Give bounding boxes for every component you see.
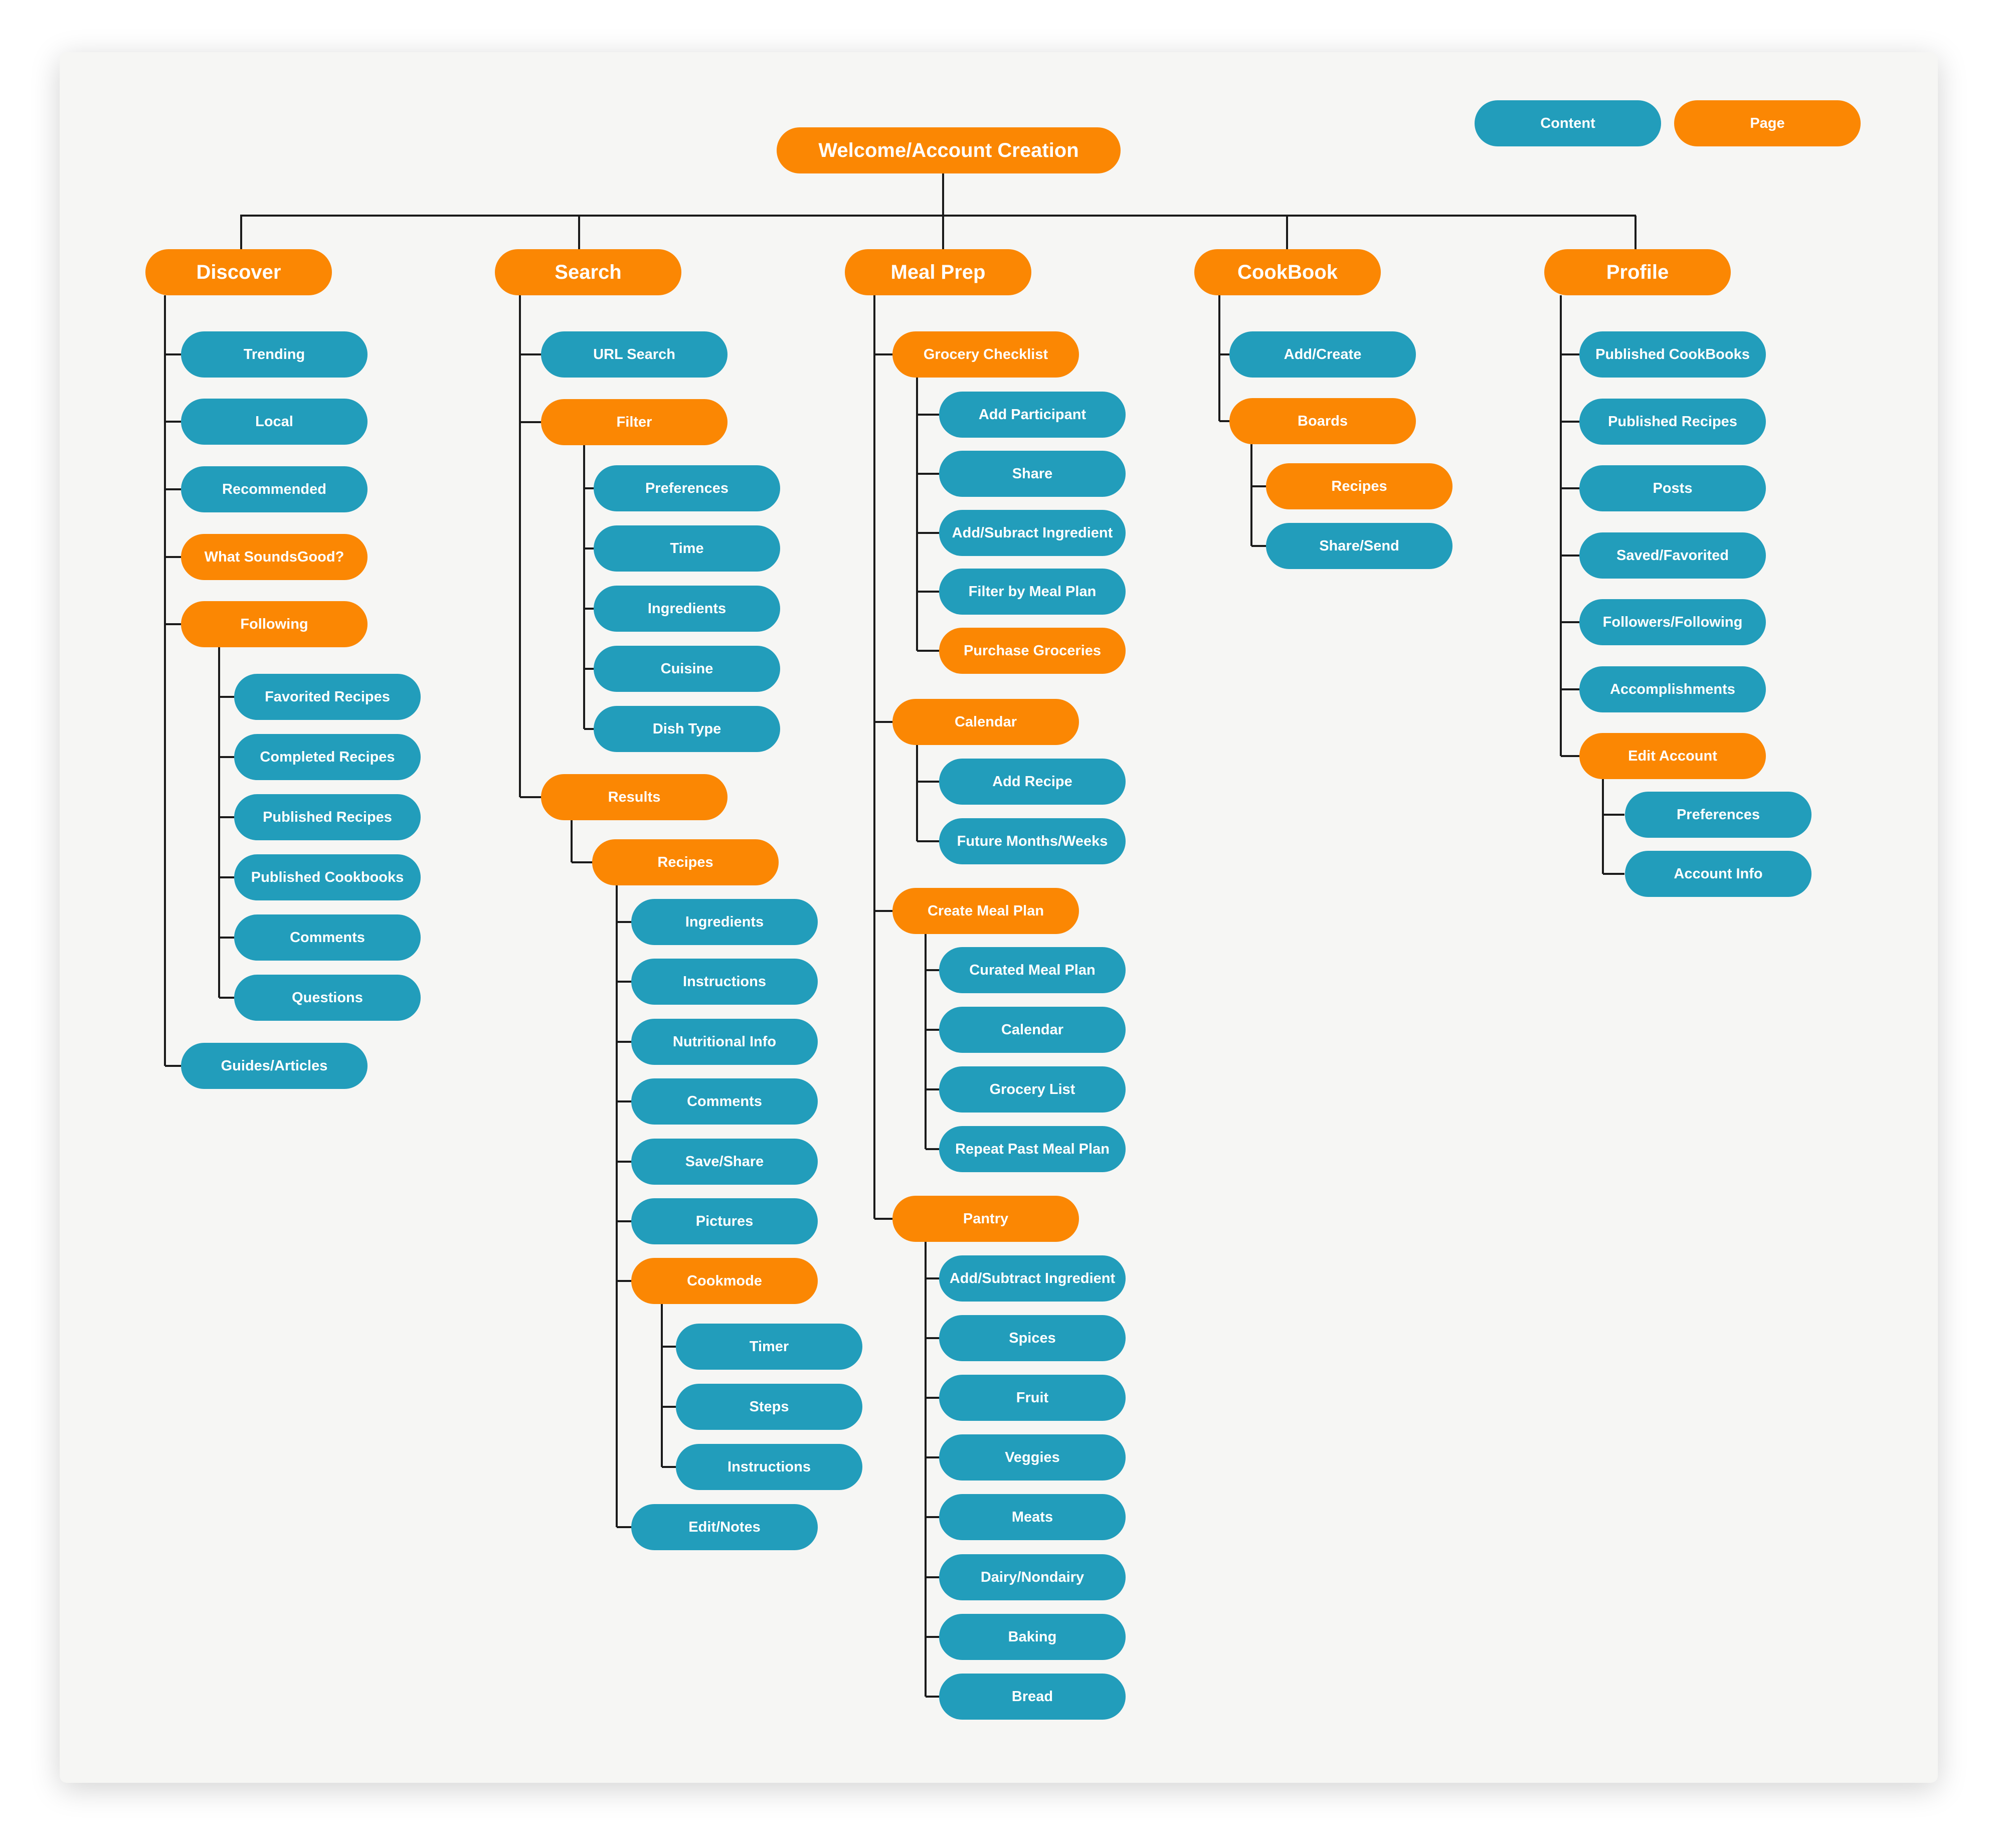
add-subract-ingredient-node[interactable]: Add/Subract Ingredient: [939, 510, 1126, 556]
questions-node[interactable]: Questions: [234, 975, 421, 1021]
curated-meal-plan-node[interactable]: Curated Meal Plan: [939, 947, 1126, 993]
following-node[interactable]: Following: [181, 601, 368, 647]
instructions-node[interactable]: Instructions: [631, 959, 818, 1005]
add-participant-node[interactable]: Add Participant: [939, 392, 1126, 438]
bread-node[interactable]: Bread: [939, 1674, 1126, 1720]
published-recipes-node[interactable]: Published Recipes: [1579, 399, 1766, 445]
section-search[interactable]: Search: [495, 249, 681, 295]
results-node[interactable]: Results: [541, 774, 728, 820]
ingredients-node[interactable]: Ingredients: [594, 586, 780, 632]
preferences-node[interactable]: Preferences: [594, 465, 780, 511]
accomplishments-node[interactable]: Accomplishments: [1579, 666, 1766, 712]
pantry-node[interactable]: Pantry: [892, 1196, 1079, 1242]
published-cookbooks-node[interactable]: Published Cookbooks: [234, 854, 421, 900]
ingredients-node[interactable]: Ingredients: [631, 899, 818, 945]
local-node[interactable]: Local: [181, 399, 368, 445]
dish-type-node[interactable]: Dish Type: [594, 706, 780, 752]
fruit-node[interactable]: Fruit: [939, 1375, 1126, 1421]
edit-notes-node[interactable]: Edit/Notes: [631, 1504, 818, 1550]
section-mealprep[interactable]: Meal Prep: [845, 249, 1031, 295]
future-months-weeks-node[interactable]: Future Months/Weeks: [939, 818, 1126, 864]
share-send-node[interactable]: Share/Send: [1266, 523, 1453, 569]
section-cookbook[interactable]: CookBook: [1194, 249, 1381, 295]
baking-node[interactable]: Baking: [939, 1614, 1126, 1660]
section-profile[interactable]: Profile: [1544, 249, 1731, 295]
edit-account-node[interactable]: Edit Account: [1579, 733, 1766, 779]
recipes-node[interactable]: Recipes: [1266, 463, 1453, 509]
nutritional-info-node[interactable]: Nutritional Info: [631, 1019, 818, 1065]
guides-articles-node[interactable]: Guides/Articles: [181, 1043, 368, 1089]
recommended-node[interactable]: Recommended: [181, 466, 368, 512]
dairy-nondairy-node[interactable]: Dairy/Nondairy: [939, 1554, 1126, 1600]
add-create-node[interactable]: Add/Create: [1229, 331, 1416, 378]
root-node[interactable]: Welcome/Account Creation: [777, 127, 1121, 173]
saved-favorited-node[interactable]: Saved/Favorited: [1579, 532, 1766, 579]
cuisine-node[interactable]: Cuisine: [594, 646, 780, 692]
grocery-checklist-node[interactable]: Grocery Checklist: [892, 331, 1079, 378]
trending-node[interactable]: Trending: [181, 331, 368, 378]
published-cookbooks-node[interactable]: Published CookBooks: [1579, 331, 1766, 378]
instructions-node[interactable]: Instructions: [676, 1444, 862, 1490]
timer-node[interactable]: Timer: [676, 1324, 862, 1370]
results-recipes-node[interactable]: Recipes: [592, 839, 779, 885]
legend-page[interactable]: Page: [1674, 100, 1861, 146]
filter-node[interactable]: Filter: [541, 399, 728, 445]
section-discover[interactable]: Discover: [145, 249, 332, 295]
cookmode-node[interactable]: Cookmode: [631, 1258, 818, 1304]
favorited-recipes-node[interactable]: Favorited Recipes: [234, 674, 421, 720]
legend-content[interactable]: Content: [1475, 100, 1661, 146]
time-node[interactable]: Time: [594, 525, 780, 572]
repeat-past-meal-plan-node[interactable]: Repeat Past Meal Plan: [939, 1126, 1126, 1172]
grocery-list-node[interactable]: Grocery List: [939, 1066, 1126, 1113]
comments-node[interactable]: Comments: [631, 1078, 818, 1125]
save-share-node[interactable]: Save/Share: [631, 1139, 818, 1185]
posts-node[interactable]: Posts: [1579, 465, 1766, 511]
spices-node[interactable]: Spices: [939, 1315, 1126, 1361]
veggies-node[interactable]: Veggies: [939, 1434, 1126, 1481]
calendar-node[interactable]: Calendar: [892, 699, 1079, 745]
purchase-groceries-node[interactable]: Purchase Groceries: [939, 628, 1126, 674]
pictures-node[interactable]: Pictures: [631, 1198, 818, 1244]
meats-node[interactable]: Meats: [939, 1494, 1126, 1540]
account-info-node[interactable]: Account Info: [1625, 851, 1811, 897]
url-search-node[interactable]: URL Search: [541, 331, 728, 378]
create-meal-plan-node[interactable]: Create Meal Plan: [892, 888, 1079, 934]
share-node[interactable]: Share: [939, 451, 1126, 497]
add-subtract-ingredient-node[interactable]: Add/Subtract Ingredient: [939, 1255, 1126, 1302]
followers-following-node[interactable]: Followers/Following: [1579, 599, 1766, 645]
completed-recipes-node[interactable]: Completed Recipes: [234, 734, 421, 780]
boards-node[interactable]: Boards: [1229, 398, 1416, 444]
calendar-node[interactable]: Calendar: [939, 1007, 1126, 1053]
what-soundsgood-node[interactable]: What SoundsGood?: [181, 534, 368, 580]
filter-by-meal-plan-node[interactable]: Filter by Meal Plan: [939, 569, 1126, 615]
preferences-node[interactable]: Preferences: [1625, 792, 1811, 838]
published-recipes-node[interactable]: Published Recipes: [234, 794, 421, 840]
comments-node[interactable]: Comments: [234, 914, 421, 961]
add-recipe-node[interactable]: Add Recipe: [939, 759, 1126, 805]
steps-node[interactable]: Steps: [676, 1384, 862, 1430]
